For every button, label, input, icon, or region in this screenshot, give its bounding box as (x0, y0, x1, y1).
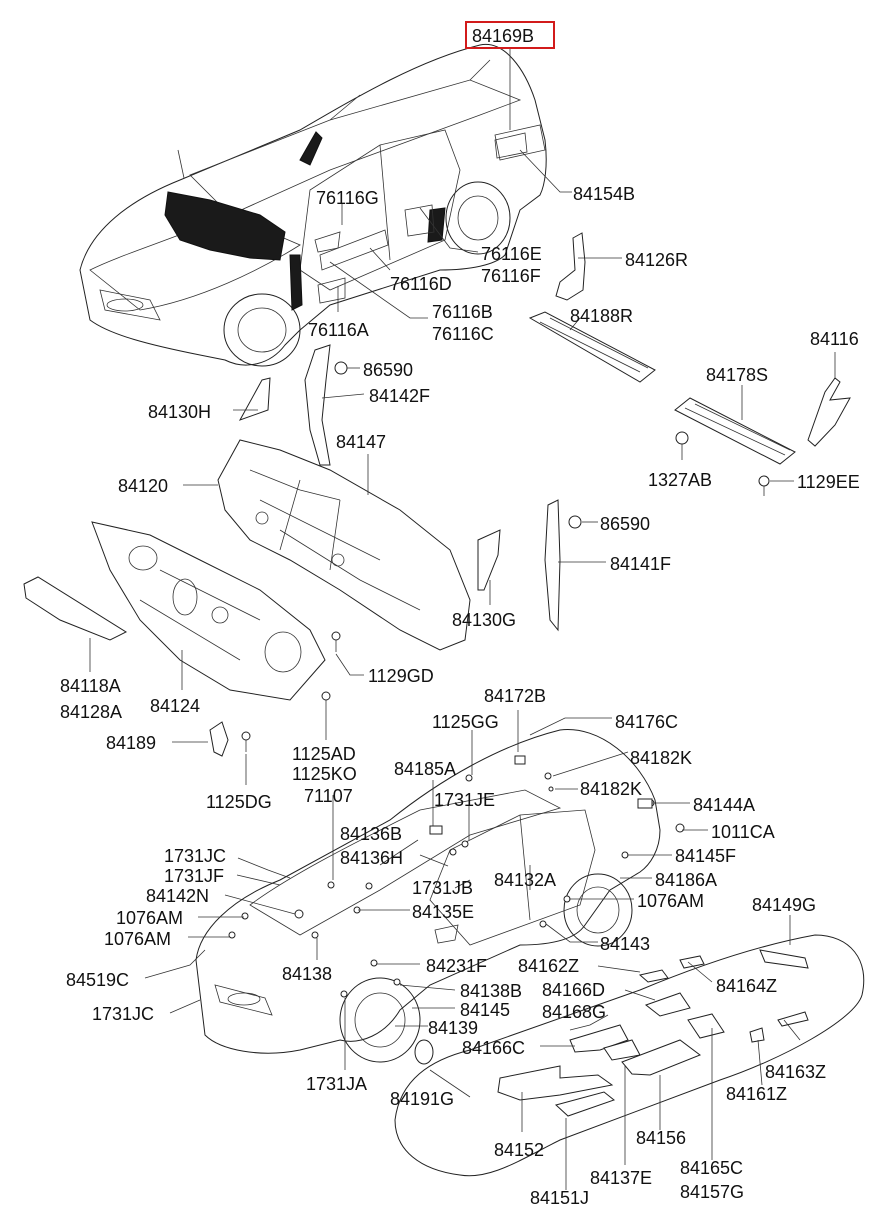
part-label-84519C[interactable]: 84519C (66, 970, 129, 990)
part-label-76116B[interactable]: 76116B (432, 302, 493, 322)
part-label-84182K-a[interactable]: 84182K (630, 748, 692, 768)
part-label-84136H[interactable]: 84136H (340, 848, 403, 868)
part-label-84138B[interactable]: 84138B (460, 981, 522, 1001)
part-label-84189[interactable]: 84189 (106, 733, 156, 753)
part-label-84120[interactable]: 84120 (118, 476, 168, 496)
part-label-84143[interactable]: 84143 (600, 934, 650, 954)
part-label-84168G[interactable]: 84168G (542, 1002, 606, 1022)
upper-parts (238, 232, 851, 632)
part-label-84169B[interactable]: 84169B (472, 26, 534, 46)
part-labels: 84169B 84154B 76116G 76116E 76116F 84126… (60, 26, 860, 1208)
part-label-76116D[interactable]: 76116D (390, 274, 452, 294)
part-label-84130H[interactable]: 84130H (148, 402, 211, 422)
part-label-1731JC-top[interactable]: 1731JC (164, 846, 226, 866)
part-label-84172B[interactable]: 84172B (484, 686, 546, 706)
part-label-84128A[interactable]: 84128A (60, 702, 122, 722)
part-label-84162Z[interactable]: 84162Z (518, 956, 579, 976)
part-label-84132A[interactable]: 84132A (494, 870, 556, 890)
part-label-1129GD[interactable]: 1129GD (368, 666, 434, 686)
part-label-1731JA[interactable]: 1731JA (306, 1074, 367, 1094)
part-label-84166C[interactable]: 84166C (462, 1038, 525, 1058)
highlight-box (465, 21, 555, 49)
part-label-76116A[interactable]: 76116A (308, 320, 369, 340)
part-label-1125KO[interactable]: 1125KO (292, 764, 357, 784)
part-label-84136B[interactable]: 84136B (340, 824, 402, 844)
part-label-84166D[interactable]: 84166D (542, 980, 605, 1000)
part-label-84145[interactable]: 84145 (460, 1000, 510, 1020)
part-label-1129EE[interactable]: 1129EE (797, 472, 860, 492)
part-label-71107[interactable]: 71107 (304, 786, 353, 806)
part-label-1076AM-b[interactable]: 1076AM (104, 929, 171, 949)
part-label-1327AB[interactable]: 1327AB (648, 470, 712, 490)
part-label-84161Z[interactable]: 84161Z (726, 1084, 787, 1104)
part-label-1731JB[interactable]: 1731JB (412, 878, 473, 898)
part-label-84137E[interactable]: 84137E (590, 1168, 652, 1188)
upper-car-illustration (79, 44, 547, 367)
part-label-84130G[interactable]: 84130G (452, 610, 516, 630)
part-label-84139[interactable]: 84139 (428, 1018, 478, 1038)
lower-car-illustration (195, 729, 685, 1065)
part-label-84186A[interactable]: 84186A (655, 870, 717, 890)
part-label-84151J[interactable]: 84151J (530, 1188, 589, 1208)
part-label-84176C[interactable]: 84176C (615, 712, 678, 732)
part-label-84142N[interactable]: 84142N (146, 886, 209, 906)
part-label-1011CA[interactable]: 1011CA (711, 822, 775, 842)
part-label-84126R[interactable]: 84126R (625, 250, 688, 270)
part-label-84231F[interactable]: 84231F (426, 956, 487, 976)
part-label-1731JC-bottom[interactable]: 1731JC (92, 1004, 154, 1024)
part-label-1125DG[interactable]: 1125DG (206, 792, 272, 812)
part-label-1731JE[interactable]: 1731JE (434, 790, 495, 810)
part-label-1125AD[interactable]: 1125AD (292, 744, 356, 764)
part-label-86590-top[interactable]: 86590 (363, 360, 413, 380)
part-label-84191G[interactable]: 84191G (390, 1089, 454, 1109)
part-label-84178S[interactable]: 84178S (706, 365, 768, 385)
part-label-76116G[interactable]: 76116G (316, 188, 379, 208)
part-label-76116E[interactable]: 76116E (481, 244, 542, 264)
part-label-84142F[interactable]: 84142F (369, 386, 430, 406)
part-label-84144A[interactable]: 84144A (693, 795, 755, 815)
part-label-84116[interactable]: 84116 (810, 329, 859, 349)
part-label-84182K-b[interactable]: 84182K (580, 779, 642, 799)
part-label-1125GG[interactable]: 1125GG (432, 712, 499, 732)
part-label-84118A[interactable]: 84118A (60, 676, 121, 696)
part-label-84165C[interactable]: 84165C (680, 1158, 743, 1178)
part-label-84147[interactable]: 84147 (336, 432, 386, 452)
part-label-1731JF[interactable]: 1731JF (164, 866, 224, 886)
leader-lines (89, 48, 836, 1190)
part-label-84152[interactable]: 84152 (494, 1140, 544, 1160)
part-label-84185A[interactable]: 84185A (394, 759, 456, 779)
part-label-84154B[interactable]: 84154B (573, 184, 635, 204)
part-label-84138[interactable]: 84138 (282, 964, 332, 984)
part-label-84163Z[interactable]: 84163Z (765, 1062, 826, 1082)
floor-mats (394, 934, 865, 1177)
part-label-84188R[interactable]: 84188R (570, 306, 633, 326)
part-label-84145F[interactable]: 84145F (675, 846, 736, 866)
part-label-1076AM-a[interactable]: 1076AM (116, 908, 183, 928)
part-label-84135E[interactable]: 84135E (412, 902, 474, 922)
part-label-84141F[interactable]: 84141F (610, 554, 671, 574)
part-label-84156[interactable]: 84156 (636, 1128, 686, 1148)
part-label-84124[interactable]: 84124 (150, 696, 200, 716)
part-label-76116F[interactable]: 76116F (481, 266, 541, 286)
part-label-84157G[interactable]: 84157G (680, 1182, 744, 1202)
part-label-86590-mid[interactable]: 86590 (600, 514, 650, 534)
part-label-84149G[interactable]: 84149G (752, 895, 816, 915)
part-label-1076AM-right[interactable]: 1076AM (637, 891, 704, 911)
part-label-76116C[interactable]: 76116C (432, 324, 494, 344)
dash-panels (23, 439, 471, 757)
part-label-84164Z[interactable]: 84164Z (716, 976, 777, 996)
